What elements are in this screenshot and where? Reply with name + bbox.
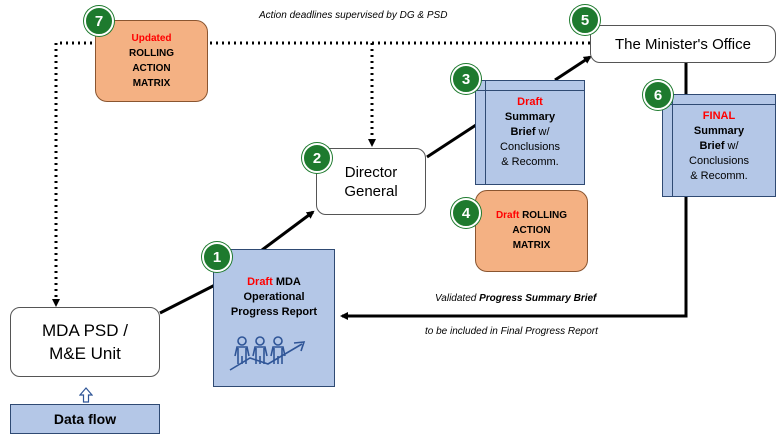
team-growth-icon <box>229 336 306 371</box>
flow-brief-to-minister <box>554 55 592 82</box>
final-line3b: w/ <box>724 140 739 152</box>
node-mda-psd: MDA PSD / M&E Unit <box>10 307 160 377</box>
final-label: FINAL <box>702 110 736 122</box>
updated-matrix-line2: ACTION <box>132 63 171 74</box>
caption-validated-brief: Validated Progress Summary Brief <box>432 293 600 304</box>
dg-line2: General <box>344 182 398 200</box>
draft-matrix-line1: ROLLING <box>522 210 568 221</box>
caption-final-report: to be included in Final Progress Report <box>425 326 598 337</box>
doc-final-summary-brief: FINAL Summary Brief w/ Conclusions & Rec… <box>662 94 776 197</box>
final-line5: & Recomm. <box>690 170 748 182</box>
report-draft-label: Draft <box>247 276 273 288</box>
validated-prefix: Validated <box>435 293 480 304</box>
matrix-updated-rolling-action: Updated ROLLING ACTION MATRIX <box>95 20 208 102</box>
report-line2: Operational <box>243 291 305 303</box>
step-badge-4: 4 <box>451 198 481 228</box>
node-minister-office: The Minister's Office <box>590 25 776 63</box>
step-badge-2: 2 <box>302 143 332 173</box>
brief-line2: Summary <box>504 111 556 123</box>
matrix-draft-rolling-action: Draft ROLLING ACTION MATRIX <box>475 190 588 272</box>
minister-office-label: The Minister's Office <box>615 35 751 53</box>
legend-data-flow: Data flow <box>10 404 160 434</box>
dg-line1: Director <box>344 163 398 181</box>
draft-matrix-line3: MATRIX <box>512 240 551 251</box>
mda-line1: MDA PSD / <box>42 321 128 340</box>
draft-matrix-draft: Draft <box>495 210 520 221</box>
report-line3: Progress Report <box>230 306 318 318</box>
final-line3a: Brief <box>699 140 725 152</box>
step-badge-5: 5 <box>570 5 600 35</box>
node-director-general: Director General <box>316 148 426 215</box>
dotted-top-loop <box>52 41 590 307</box>
mda-line2: M&E Unit <box>49 344 121 363</box>
updated-matrix-line1: ROLLING <box>129 48 174 59</box>
doc-draft-summary-brief: Draft Summary Brief w/ Conclusions & Rec… <box>475 80 585 185</box>
draft-matrix-line2: ACTION <box>512 225 551 236</box>
doc-draft-progress-report: Draft MDA Operational Progress Report 1 <box>202 242 335 387</box>
step-badge-7: 7 <box>84 6 114 36</box>
brief-line3b: w/ <box>535 126 550 138</box>
step-badge-3: 3 <box>451 64 481 94</box>
brief-draft-label: Draft <box>517 96 543 108</box>
flow-dg-to-brief <box>426 123 477 159</box>
brief-line3a: Brief <box>510 126 536 138</box>
caption-action-deadlines: Action deadlines supervised by DG & PSD <box>255 10 452 21</box>
final-line4: Conclusions <box>689 155 749 167</box>
final-line2: Summary <box>693 125 745 137</box>
up-arrow-icon <box>79 387 93 403</box>
validated-bold: Progress Summary Brief <box>479 293 597 304</box>
flow-report-to-dg <box>261 210 315 252</box>
brief-line4: Conclusions <box>500 141 560 153</box>
report-mda-label: MDA <box>275 276 301 288</box>
updated-matrix-updated: Updated <box>131 33 172 44</box>
brief-line5: & Recomm. <box>501 156 559 168</box>
legend-label: Data flow <box>53 411 117 427</box>
step-badge-6: 6 <box>643 80 673 110</box>
updated-matrix-line3: MATRIX <box>132 78 171 89</box>
step-badge-1: 1 <box>202 242 232 272</box>
flow-mda-to-report <box>159 283 216 315</box>
